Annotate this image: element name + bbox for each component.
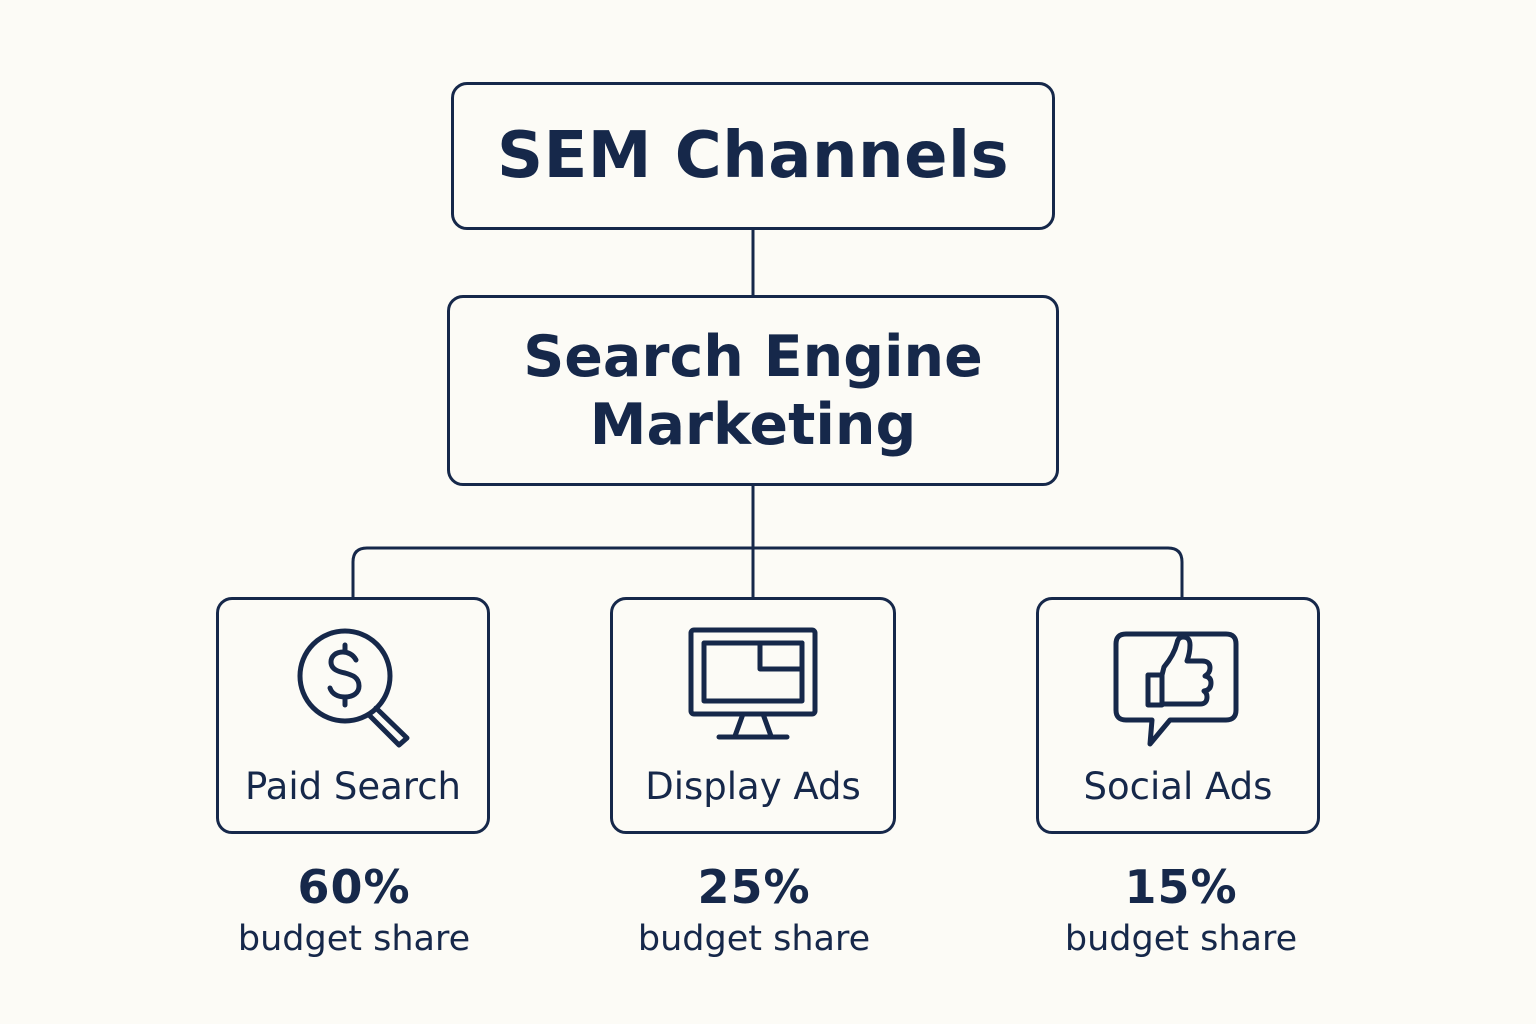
monitor-icon — [688, 627, 818, 740]
dollar-magnifier-icon — [297, 628, 410, 748]
channel-label: Paid Search — [245, 765, 461, 808]
channel-social-ads: Social Ads — [1036, 597, 1320, 834]
share-social-ads: 15% budget share — [1011, 857, 1351, 961]
channel-label: Display Ads — [645, 765, 861, 808]
share-value: 60% — [297, 860, 411, 914]
sem-channels-box: SEM Channels — [451, 82, 1055, 230]
share-caption: budget share — [637, 919, 871, 959]
search-engine-marketing-box: Search Engine Marketing — [447, 295, 1059, 486]
share-caption: budget share — [1064, 919, 1298, 959]
channel-label: Social Ads — [1083, 765, 1273, 808]
share-value: 25% — [697, 860, 811, 914]
channel-paid-search: Paid Search — [216, 597, 490, 834]
middle-title: Search Engine Marketing — [523, 323, 983, 458]
branch-bar-connector — [351, 546, 1184, 599]
share-display-ads: 25% budget share — [584, 857, 924, 961]
root-title: SEM Channels — [496, 119, 1010, 193]
share-caption: budget share — [237, 919, 471, 959]
share-paid-search: 60% budget share — [184, 857, 524, 961]
share-value: 15% — [1124, 860, 1238, 914]
channel-display-ads: Display Ads — [610, 597, 896, 834]
thumbs-up-chat-icon — [1113, 631, 1239, 747]
